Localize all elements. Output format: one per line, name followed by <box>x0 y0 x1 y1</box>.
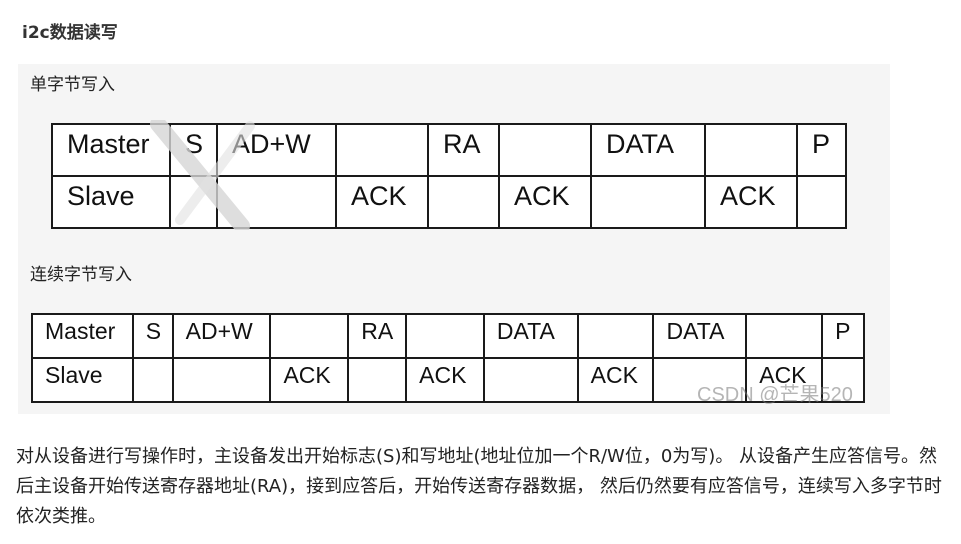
slave-row: Slave ACK ACK ACK ACK <box>31 357 865 403</box>
table-cell <box>335 123 429 177</box>
table-cell <box>482 357 579 403</box>
table-cell: ACK <box>405 357 485 403</box>
table-cell <box>405 313 485 359</box>
table-cell <box>652 357 748 403</box>
multi-byte-write-table: Master S AD+W RA DATA DATA P Slave ACK A… <box>31 313 865 403</box>
table-cell: ACK <box>269 357 350 403</box>
description-paragraph: 对从设备进行写操作时，主设备发出开始标志(S)和写地址(地址位加一个R/W位，0… <box>16 446 942 527</box>
table-cell: DATA <box>590 123 706 177</box>
table-cell <box>821 357 865 403</box>
table-cell <box>216 175 337 229</box>
table-cell: ACK <box>576 357 655 403</box>
table-cell: RA <box>427 123 500 177</box>
section-heading: i2c数据读写 <box>22 23 118 43</box>
table-cell: AD+W <box>216 123 337 177</box>
table-cell: ACK <box>745 357 824 403</box>
table-cell: ACK <box>704 175 798 229</box>
slave-row: Slave ACK ACK ACK <box>51 175 847 229</box>
table-cell: Master <box>51 123 171 177</box>
master-row: Master S AD+W RA DATA DATA P <box>31 313 865 359</box>
table-cell: Slave <box>51 175 171 229</box>
table-cell <box>576 313 655 359</box>
table-cell: S <box>131 313 174 359</box>
table-cell <box>269 313 350 359</box>
table-cell: AD+W <box>171 313 272 359</box>
table-cell: S <box>169 123 218 177</box>
table-cell: P <box>796 123 847 177</box>
csdn-watermark: CSDN @芒果520 <box>697 384 853 406</box>
table-cell: ACK <box>335 175 429 229</box>
master-row: Master S AD+W RA DATA P <box>51 123 847 177</box>
table-cell <box>347 357 408 403</box>
table-cell: DATA <box>652 313 748 359</box>
table-cell: ACK <box>498 175 592 229</box>
table-cell: P <box>821 313 865 359</box>
table-cell: Master <box>31 313 134 359</box>
table-cell <box>427 175 500 229</box>
table-cell <box>796 175 847 229</box>
multi-byte-caption: 连续字节写入 <box>30 265 132 285</box>
table-cell <box>171 357 272 403</box>
table-cell <box>704 123 798 177</box>
table-cell <box>745 313 824 359</box>
table-cell <box>590 175 706 229</box>
table-cell: DATA <box>482 313 579 359</box>
single-byte-caption: 单字节写入 <box>30 75 115 95</box>
single-byte-write-table: Master S AD+W RA DATA P Slave ACK ACK AC… <box>51 123 847 229</box>
table-cell <box>131 357 174 403</box>
table-cell <box>498 123 592 177</box>
table-cell <box>169 175 218 229</box>
table-cell: RA <box>347 313 408 359</box>
table-cell: Slave <box>31 357 134 403</box>
